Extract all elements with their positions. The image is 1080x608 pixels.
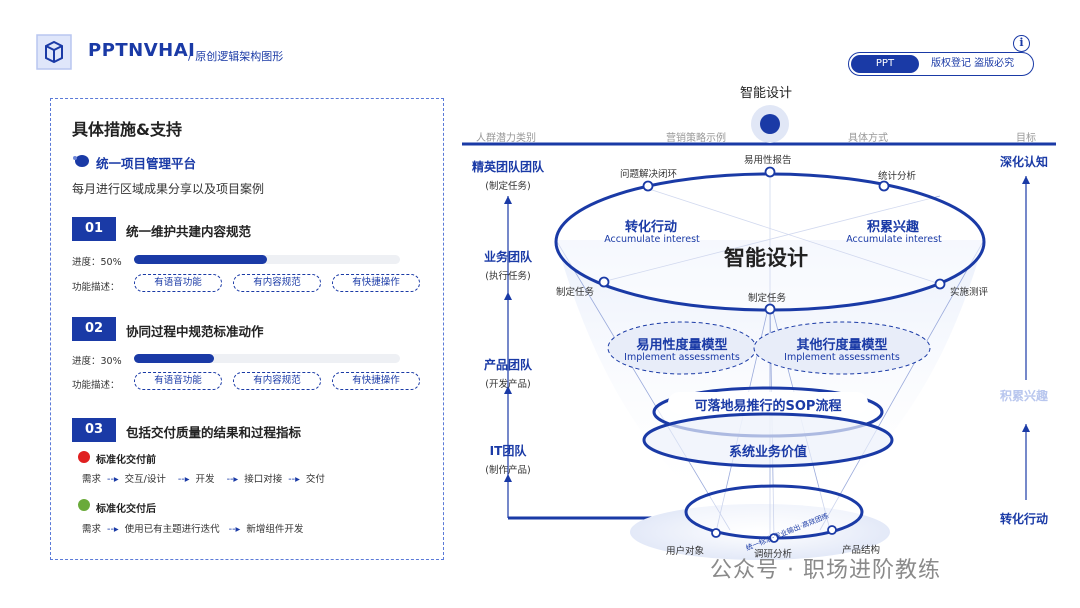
- info-icon[interactable]: i: [1013, 35, 1030, 52]
- before-flow: 需求--▸交互/设计 --▸开发 --▸接口对接--▸交付: [82, 474, 325, 485]
- brush-blob-icon: [73, 155, 89, 167]
- team-name: IT团队: [489, 444, 527, 458]
- value-title: 系统业务价值: [728, 445, 807, 460]
- before-step: 交付: [305, 474, 325, 485]
- section-01-progress-text: 进度：50%: [72, 257, 122, 268]
- ring-right-subtitle: Accumulate interest: [846, 234, 942, 245]
- before-step: 接口对接: [244, 474, 283, 485]
- team-elite: 精英团队团队 (制定任务): [458, 158, 558, 192]
- after-label: 标准化交付后: [96, 504, 156, 515]
- before-status-dot: [78, 451, 90, 463]
- section-01-progress-track: [134, 255, 400, 264]
- section-02-title: 协同过程中规范标准动作: [126, 324, 264, 339]
- section-02-tag-voice: 有语音功能: [134, 372, 222, 390]
- top-dot: [760, 114, 780, 134]
- ring-right-title: 积累兴趣: [866, 220, 919, 235]
- before-step: 需求: [82, 474, 102, 485]
- after-step: 需求: [82, 524, 102, 535]
- platform-title: 统一项目管理平台: [96, 156, 197, 171]
- section-03-number: 03: [72, 418, 116, 442]
- panel-title: 具体措施&支持: [72, 120, 182, 139]
- section-03-title: 包括交付质量的结果和过程指标: [126, 425, 302, 440]
- section-01-title: 统一维护共建内容规范: [126, 224, 252, 239]
- before-label: 标准化交付前: [96, 455, 156, 466]
- label-product-structure: 产品结构: [842, 545, 881, 556]
- team-name: 产品团队: [483, 358, 532, 372]
- brand-subtitle: / 原创逻辑架构图形: [188, 50, 284, 63]
- after-step: 新增组件开发: [246, 524, 304, 535]
- logo-cube-icon: [36, 34, 72, 70]
- ring-left-title: 转化行动: [624, 220, 677, 235]
- goal-accumulate-interest: 积累兴趣: [1000, 389, 1049, 403]
- sop-title: 可落地易推行的SOP流程: [694, 399, 842, 414]
- after-step: 使用已有主题进行迭代: [124, 524, 220, 535]
- section-01-tag-shortcut: 有快捷操作: [332, 274, 420, 292]
- section-01-tag-voice: 有语音功能: [134, 274, 222, 292]
- arrow-up-icon: [1022, 424, 1030, 432]
- after-status-dot: [78, 499, 90, 511]
- label-set-task-center: 制定任务: [748, 293, 787, 304]
- goal-deepen-cognition: 深化认知: [1000, 155, 1049, 169]
- column-header-population: 人群潜力类别: [476, 133, 536, 144]
- label-set-task-left: 制定任务: [556, 287, 595, 298]
- copyright-pill: PPT 版权登记 盗版必究: [848, 52, 1034, 76]
- section-02-progress-text: 进度：30%: [72, 356, 122, 367]
- section-01-number: 01: [72, 217, 116, 241]
- team-product: 产品团队 (开发产品): [458, 356, 558, 390]
- team-role: (开发产品): [485, 379, 531, 390]
- model-right-subtitle: Implement assessments: [784, 352, 900, 363]
- other-model-ellipse[interactable]: [753, 321, 931, 375]
- section-01-tag-content: 有内容规范: [233, 274, 321, 292]
- label-research: 调研分析: [754, 549, 793, 560]
- section-02-feature-label: 功能描述：: [72, 380, 120, 391]
- arrow-up-icon: [1022, 176, 1030, 184]
- section-02-progress-track: [134, 354, 400, 363]
- section-02-tag-shortcut: 有快捷操作: [332, 372, 420, 390]
- team-role: (制定任务): [485, 181, 531, 192]
- label-problem-loop: 问题解决闭环: [620, 169, 678, 180]
- model-right-title: 其他行度量模型: [796, 338, 888, 353]
- ring-center-text: 智能设计: [724, 246, 808, 270]
- team-name: 精英团队团队: [471, 160, 544, 174]
- before-step: 开发: [195, 474, 215, 485]
- section-02-number: 02: [72, 317, 116, 341]
- top-title: 智能设计: [740, 86, 793, 101]
- arrow-up-icon: [504, 292, 512, 300]
- column-header-method: 具体方式: [848, 133, 888, 144]
- measures-panel: [50, 98, 444, 560]
- model-left-subtitle: Implement assessments: [624, 352, 740, 363]
- team-role: (制作产品): [485, 465, 531, 476]
- label-usability-report: 易用性报告: [744, 155, 792, 166]
- ring-nodes: [598, 166, 946, 543]
- section-01-progress-fill: [134, 255, 267, 264]
- before-step: 交互/设计: [124, 474, 166, 485]
- ring-left-subtitle: Accumulate interest: [604, 234, 700, 245]
- arrow-up-icon: [504, 196, 512, 204]
- section-01-feature-label: 功能描述：: [72, 282, 120, 293]
- after-flow: 需求--▸使用已有主题进行迭代 --▸新增组件开发: [82, 524, 304, 535]
- arrow-up-icon: [504, 386, 512, 394]
- pill-ppt-label: PPT: [851, 55, 919, 73]
- watermark: 公众号 · 职场进阶教练: [710, 558, 941, 583]
- arrow-up-icon: [504, 474, 512, 482]
- goal-conversion-action: 转化行动: [1000, 512, 1049, 526]
- label-user-object: 用户对象: [666, 546, 705, 557]
- platform-description: 每月进行区域成果分享以及项目案例: [72, 182, 265, 196]
- pill-copyright-label: 版权登记 盗版必究: [931, 58, 1015, 69]
- label-implement-eval: 实施测评: [950, 287, 989, 298]
- team-it: IT团队 (制作产品): [458, 442, 558, 476]
- section-02-progress-fill: [134, 354, 214, 363]
- team-role: (执行任务): [485, 271, 531, 282]
- label-statistics: 统计分析: [878, 171, 917, 182]
- sop-label-bg: [668, 392, 868, 414]
- section-02-tag-content: 有内容规范: [233, 372, 321, 390]
- model-left-title: 易用性度量模型: [636, 338, 728, 353]
- column-header-goal: 目标: [1016, 133, 1036, 144]
- column-header-strategy: 营销策略示例: [666, 133, 726, 144]
- team-business: 业务团队 (执行任务): [458, 248, 558, 282]
- brand-name: PPTNVHAI: [88, 40, 196, 61]
- team-name: 业务团队: [483, 250, 532, 264]
- value-ring: [642, 412, 894, 468]
